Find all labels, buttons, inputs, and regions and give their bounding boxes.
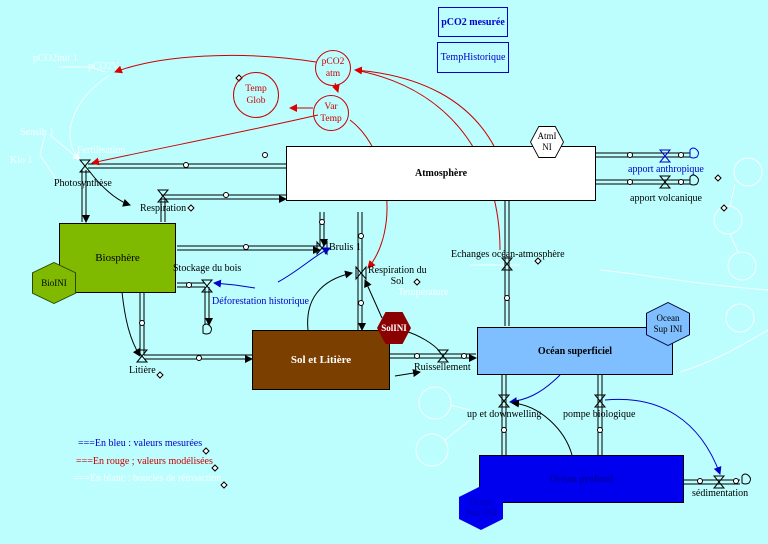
flow-biological-pump[interactable]: pompe biologique <box>563 409 636 420</box>
stock-atmosphere-label: Atmosphère <box>414 168 468 179</box>
data-temp-historic[interactable]: TempHistorique <box>437 42 509 73</box>
ghost-fertilisation: Fertilisation <box>77 145 126 156</box>
stock-ocean-surface-label: Océan superficiel <box>537 345 613 357</box>
ghost-temperature: Température <box>398 287 449 298</box>
legend-red: ===En rouge ; valeurs modélisées <box>76 456 213 467</box>
flow-burning[interactable]: Brulis 1 <box>329 242 361 253</box>
initial-ocean-prof-label: Ocean Prof INI <box>465 497 497 518</box>
var-var-temp-label: Var Temp <box>320 102 342 124</box>
flow-photosynthesis[interactable]: Photosynthèse <box>54 178 112 189</box>
ghost-k-sol: Klo 1 <box>10 155 33 166</box>
data-pco2-measured[interactable]: pCO2 mesurée <box>438 7 508 37</box>
stock-soil-litter[interactable]: Sol et Litière <box>252 330 390 390</box>
var-temp-glob[interactable]: Temp Glob <box>233 72 279 118</box>
flow-ocean-atm-exchange[interactable]: Echanges océan-atmosphère <box>451 249 565 260</box>
flow-deforestation[interactable]: Déforestation historique <box>212 296 309 307</box>
initial-soil-label: SolINI <box>381 322 407 333</box>
info-connectors <box>89 171 573 456</box>
flow-respiration[interactable]: Respiration <box>140 203 187 214</box>
ghost-pco2-init: pCO2init 1 <box>33 53 78 64</box>
flow-soil-respiration[interactable]: Respiration du Sol <box>368 265 427 287</box>
flow-sedimentation[interactable]: sédimentation <box>692 488 749 499</box>
ghost-sensib: Sensib 1 <box>20 127 55 138</box>
flow-wood-storage[interactable]: Stockage du bois <box>173 263 242 274</box>
stock-soil-label: Sol et Litière <box>290 354 352 366</box>
var-pco2-atm[interactable]: pCO2 atm <box>315 50 351 86</box>
initial-ocean-sup[interactable]: Ocean Sup INI <box>646 302 690 346</box>
stock-ocean-deep-label: Océan profond <box>549 473 614 485</box>
stock-ocean-deep[interactable]: Océan profond <box>479 455 684 503</box>
var-temp-glob-label: Temp Glob <box>245 84 267 106</box>
ghost-pco2v: pCO2V <box>88 61 120 72</box>
initial-bio-label: BioINI <box>41 277 67 288</box>
cloud-icons <box>202 147 751 485</box>
initial-atm-label: AtmI NI <box>537 131 557 152</box>
initial-ocean-sup-label: Ocean Sup INI <box>653 313 683 334</box>
flow-pipes <box>81 152 740 485</box>
diamond-handles <box>156 74 728 489</box>
data-pco2-measured-label: pCO2 mesurée <box>441 16 505 28</box>
feedback-loop-shapes <box>39 66 768 467</box>
flow-up-down-welling[interactable]: up et downwelling <box>467 409 542 420</box>
var-pco2-atm-label: pCO2 atm <box>321 57 345 79</box>
legend-white: ===En blanc : boucles de rétroaction <box>73 473 222 484</box>
data-temp-historic-label: TempHistorique <box>440 52 506 63</box>
flow-volcanic[interactable]: apport volcanique <box>630 193 702 204</box>
connector-handles <box>139 152 739 484</box>
stock-ocean-surface[interactable]: Océan superficiel <box>477 327 673 375</box>
var-var-temp[interactable]: Var Temp <box>313 95 349 131</box>
modeled-connectors <box>91 54 501 269</box>
flow-runoff[interactable]: Ruissellement <box>414 362 471 373</box>
legend-blue: ===En bleu : valeurs mesurées <box>78 438 203 449</box>
flow-valves <box>78 149 726 489</box>
stock-biosphere-label: Biosphère <box>95 252 140 264</box>
initial-atm[interactable]: AtmI NI <box>530 126 564 158</box>
flow-litter[interactable]: Litière <box>129 365 156 376</box>
flow-anthropogenic[interactable]: apport anthropique <box>628 164 704 175</box>
stock-biosphere[interactable]: Biosphère <box>59 223 176 293</box>
